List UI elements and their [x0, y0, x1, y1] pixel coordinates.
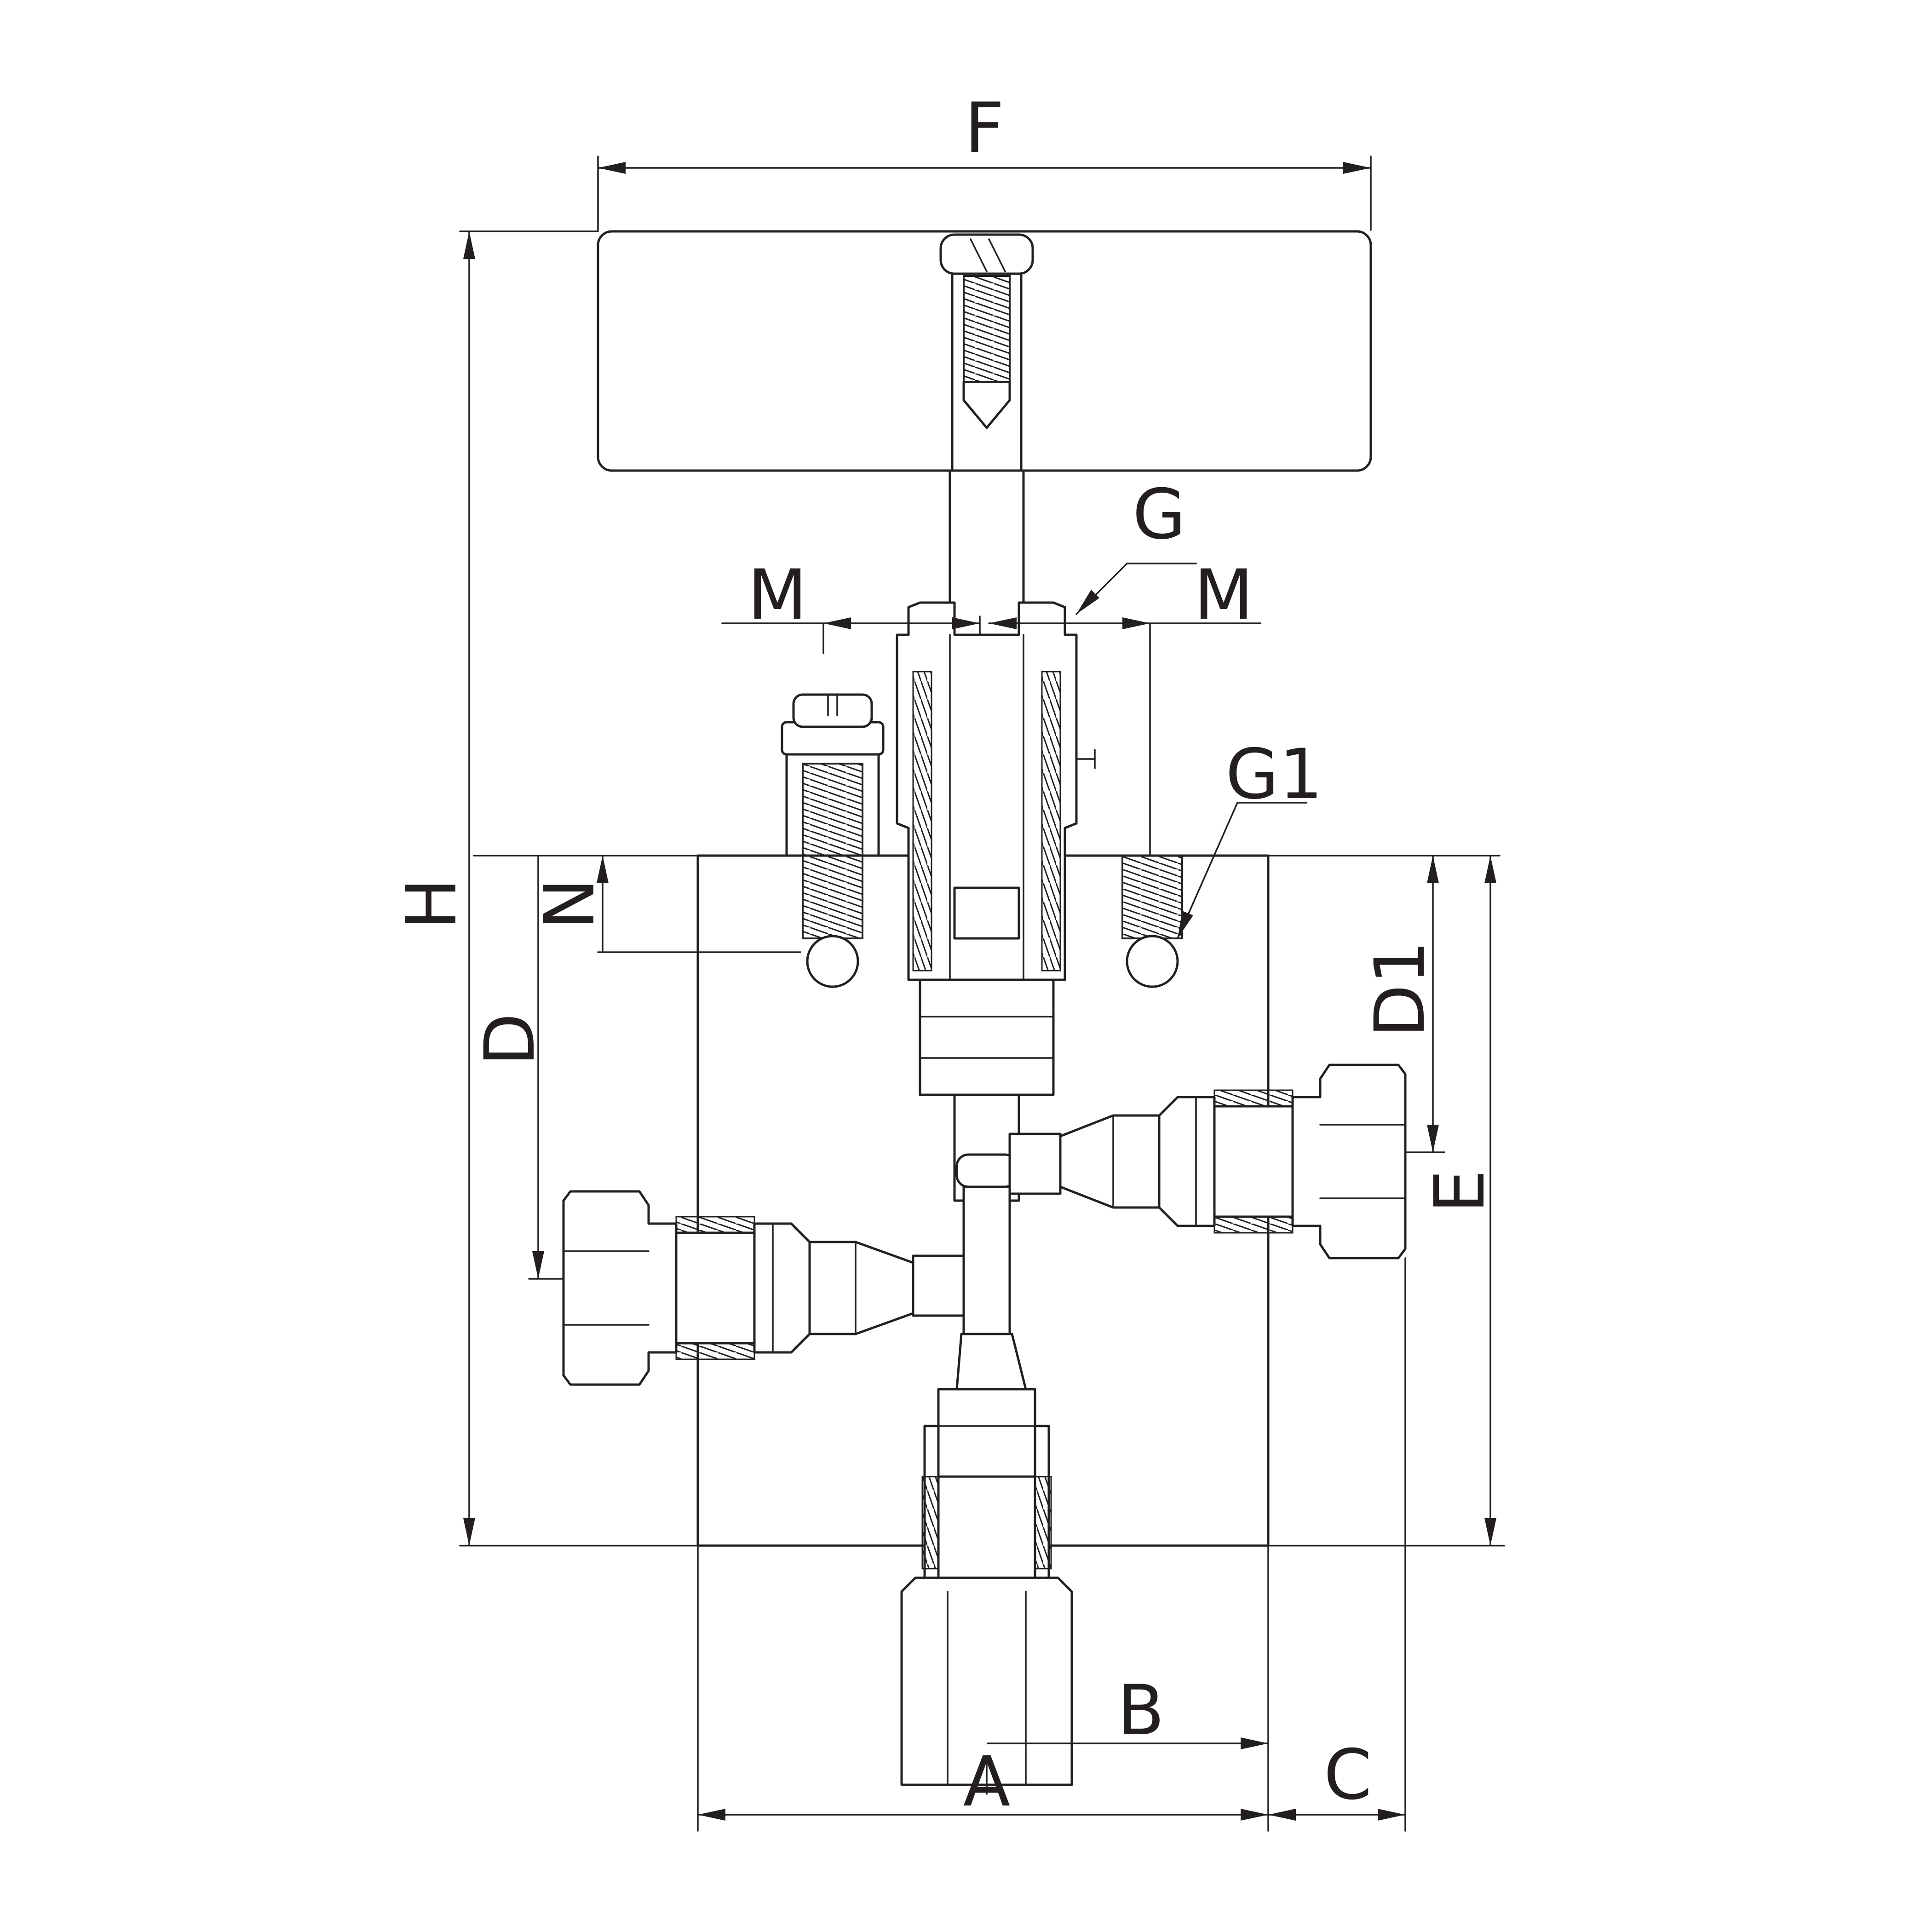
- dimension-labels: F G M M G1 H N D D1 E B A C: [392, 88, 1500, 1822]
- right-port-fitting: [1059, 1064, 1407, 1259]
- label-G: G: [1133, 475, 1186, 555]
- label-N: N: [530, 878, 610, 930]
- lock-screw-right: [1121, 855, 1183, 988]
- lock-screw-left: [781, 693, 885, 988]
- label-M-left: M: [748, 555, 807, 635]
- label-F: F: [965, 88, 1004, 168]
- label-A: A: [963, 1742, 1011, 1822]
- left-port-fitting: [562, 1190, 914, 1386]
- label-G1: G1: [1225, 735, 1323, 815]
- label-H: H: [392, 878, 472, 930]
- label-M-right: M: [1194, 555, 1253, 635]
- bonnet: [896, 601, 1096, 1096]
- dimension-lines: [459, 155, 1496, 1832]
- handle: [597, 230, 1372, 472]
- label-B: B: [1117, 1671, 1165, 1751]
- label-E: E: [1420, 1170, 1500, 1213]
- bottom-port-fitting: [900, 1333, 1073, 1786]
- label-C: C: [1324, 1735, 1372, 1815]
- label-D1: D1: [1360, 941, 1440, 1038]
- label-D: D: [470, 1013, 550, 1066]
